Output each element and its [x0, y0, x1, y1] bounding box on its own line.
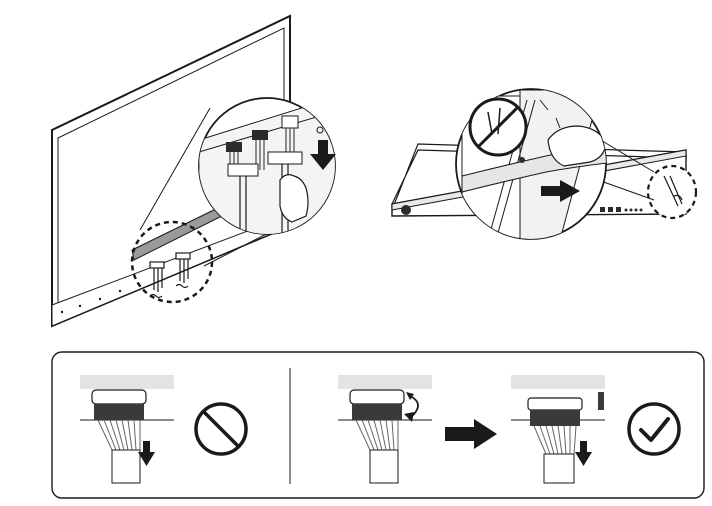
display-panel — [51, 14, 291, 328]
arrow-down-icon — [310, 140, 336, 170]
wrong-step-tile — [80, 375, 174, 484]
checkmark-circle-icon — [627, 402, 681, 456]
rotate-icon — [404, 392, 419, 422]
arrow-right-icon — [541, 180, 580, 202]
detail-callout-ring-right — [646, 164, 698, 220]
arrow-right-icon — [445, 419, 497, 449]
arrow-down-icon — [138, 441, 155, 466]
correct-step-tile-1 — [338, 375, 432, 484]
no-symbol-icon — [468, 97, 528, 157]
zoom-detail-left — [198, 97, 336, 235]
callout-leader-lines-right — [593, 135, 655, 201]
correct-step-tile-2 — [511, 375, 605, 484]
no-symbol-icon — [194, 402, 248, 456]
zoom-detail-right — [455, 88, 607, 240]
arrow-down-icon — [575, 441, 592, 466]
